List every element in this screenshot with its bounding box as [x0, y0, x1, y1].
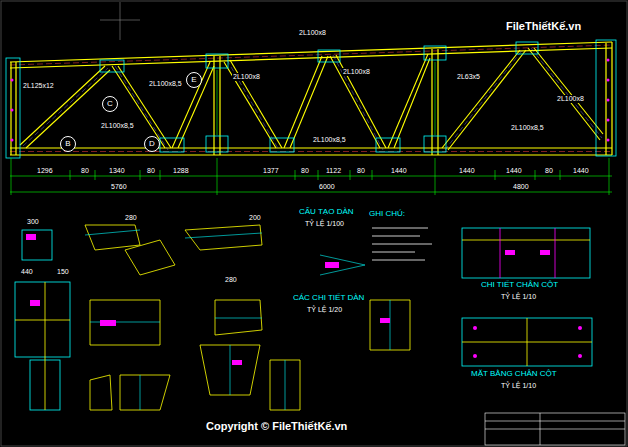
dimension-label: 2L100x8: [232, 73, 261, 81]
watermark: Copyright © FileThiếtKế.vn: [205, 420, 348, 432]
dimension-label: 80: [544, 167, 554, 175]
dimension-label: 2L100x8: [342, 68, 371, 76]
dimension-label: 1288: [172, 167, 190, 175]
dimension-label: 80: [356, 167, 366, 175]
dimension-label: 1340: [108, 167, 126, 175]
section-title: CÁC CHI TIẾT DÀN: [292, 294, 365, 303]
dimension-label: 2L125x12: [22, 82, 55, 90]
callout-letter: B: [65, 140, 70, 148]
section-title: CẤU TẠO DÀN: [298, 208, 355, 217]
dimension-label: 150: [56, 268, 70, 276]
dimension-label: 300: [26, 218, 40, 226]
dimension-label: 80: [146, 167, 156, 175]
callout-letter: D: [149, 140, 155, 148]
dimension-label: 1440: [390, 167, 408, 175]
callout-circle: B: [60, 136, 76, 152]
dimension-label: 1296: [36, 167, 54, 175]
dimension-label: 1440: [458, 167, 476, 175]
callout-letter: C: [107, 100, 113, 108]
dimension-label: 2L100x8: [298, 29, 327, 37]
dimension-label: 1122: [325, 167, 342, 175]
section-title: GHI CHÚ:: [368, 210, 406, 219]
dimension-label: 80: [300, 167, 310, 175]
dimension-label: TỶ LỆ 1/100: [304, 220, 345, 228]
dimension-label: 280: [124, 214, 138, 222]
dimension-label: 200: [248, 214, 262, 222]
dimension-label: 1440: [572, 167, 590, 175]
section-title: CHI TIẾT CHÂN CỘT: [480, 281, 559, 290]
callout-circle: C: [102, 96, 118, 112]
dimension-label: 2L100x8,5: [312, 136, 347, 144]
dimension-label: 4800: [512, 183, 530, 191]
watermark: FileThiếtKế.vn: [505, 20, 582, 32]
callout-circle: E: [186, 72, 202, 88]
dimension-label: 2L63x5: [456, 73, 481, 81]
dimension-label: 2L100x8,5: [510, 124, 545, 132]
section-title: MẶT BẰNG CHÂN CỘT: [470, 370, 558, 379]
dimension-label: 2L100x8,5: [100, 122, 135, 130]
dimension-label: 2L100x8: [556, 95, 585, 103]
callout-letter: E: [191, 76, 196, 84]
dimension-label: 440: [20, 268, 34, 276]
dimension-label: 280: [224, 276, 238, 284]
dimension-label: 1377: [262, 167, 280, 175]
callout-circle: D: [144, 136, 160, 152]
dimension-label: 80: [80, 167, 90, 175]
dimension-label: TỶ LỆ 1/10: [500, 382, 537, 390]
dimension-label: 5760: [110, 183, 128, 191]
dimension-label: 6000: [318, 183, 336, 191]
dimension-label: 1440: [505, 167, 523, 175]
dimension-label: TỶ LỆ 1/10: [500, 293, 537, 301]
dimension-label: TỶ LỆ 1/20: [306, 306, 343, 314]
dimension-label: 2L100x8,5: [148, 80, 183, 88]
